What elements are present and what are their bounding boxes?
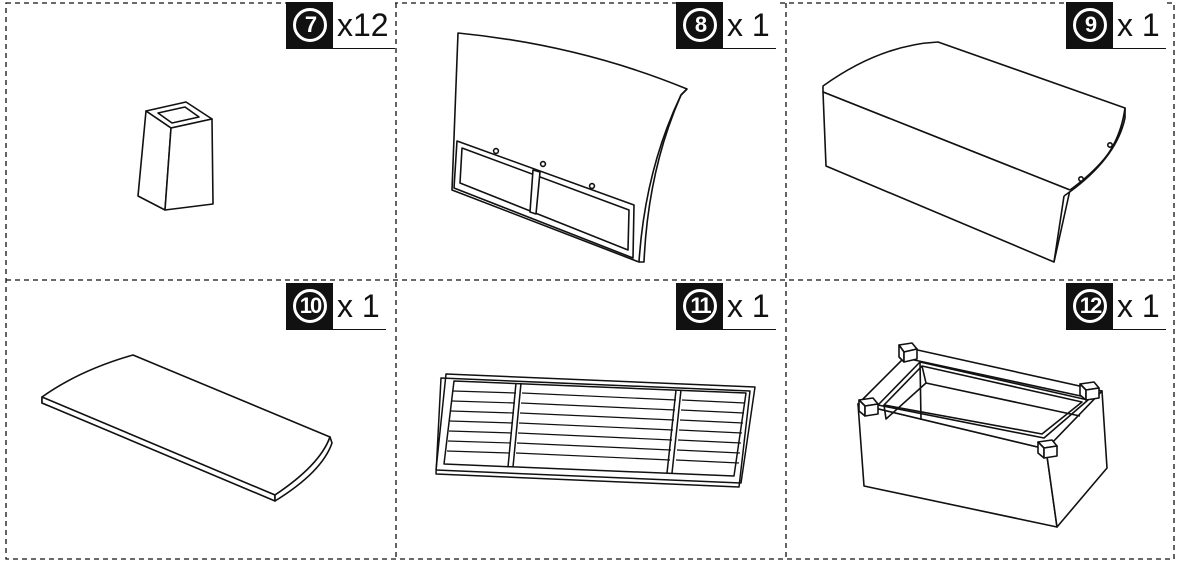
- part-number-badge: 11: [677, 283, 723, 329]
- curved-top-board-icon: [41, 354, 333, 502]
- part-number: 8: [683, 8, 717, 42]
- curved-front-panel-icon: [822, 41, 1126, 263]
- part-number-badge: 8: [677, 2, 723, 48]
- part-label-12: 12 x 1: [1066, 283, 1166, 330]
- part-number-badge: 7: [287, 2, 333, 48]
- part-quantity: x 1: [1117, 288, 1160, 324]
- part-label-9: 9 x 1: [1066, 2, 1166, 49]
- part-quantity: x 1: [727, 7, 770, 43]
- part-number-badge: 12: [1067, 283, 1113, 329]
- part-quantity: x 1: [1117, 7, 1160, 43]
- part-quantity: x 1: [337, 288, 380, 324]
- part-number-badge: 9: [1067, 2, 1113, 48]
- part-label-11: 11 x 1: [676, 283, 776, 330]
- part-number-badge: 10: [287, 283, 333, 329]
- tapered-leg-block-icon: [137, 101, 214, 211]
- open-box-frame-icon: [857, 342, 1108, 528]
- part-number: 11: [683, 289, 717, 323]
- part-number: 10: [293, 289, 327, 323]
- part-label-10: 10 x 1: [286, 283, 386, 330]
- grid-lines: [5, 2, 1175, 560]
- part-number: 9: [1073, 8, 1107, 42]
- part-label-7: 7 x12: [286, 2, 395, 49]
- slatted-base-frame-icon: [435, 373, 756, 488]
- part-label-8: 8 x 1: [676, 2, 776, 49]
- part-quantity: x12: [337, 7, 389, 43]
- part-number: 7: [293, 8, 327, 42]
- part-number: 12: [1073, 289, 1107, 323]
- curved-back-panel-icon: [451, 32, 688, 263]
- part-quantity: x 1: [727, 288, 770, 324]
